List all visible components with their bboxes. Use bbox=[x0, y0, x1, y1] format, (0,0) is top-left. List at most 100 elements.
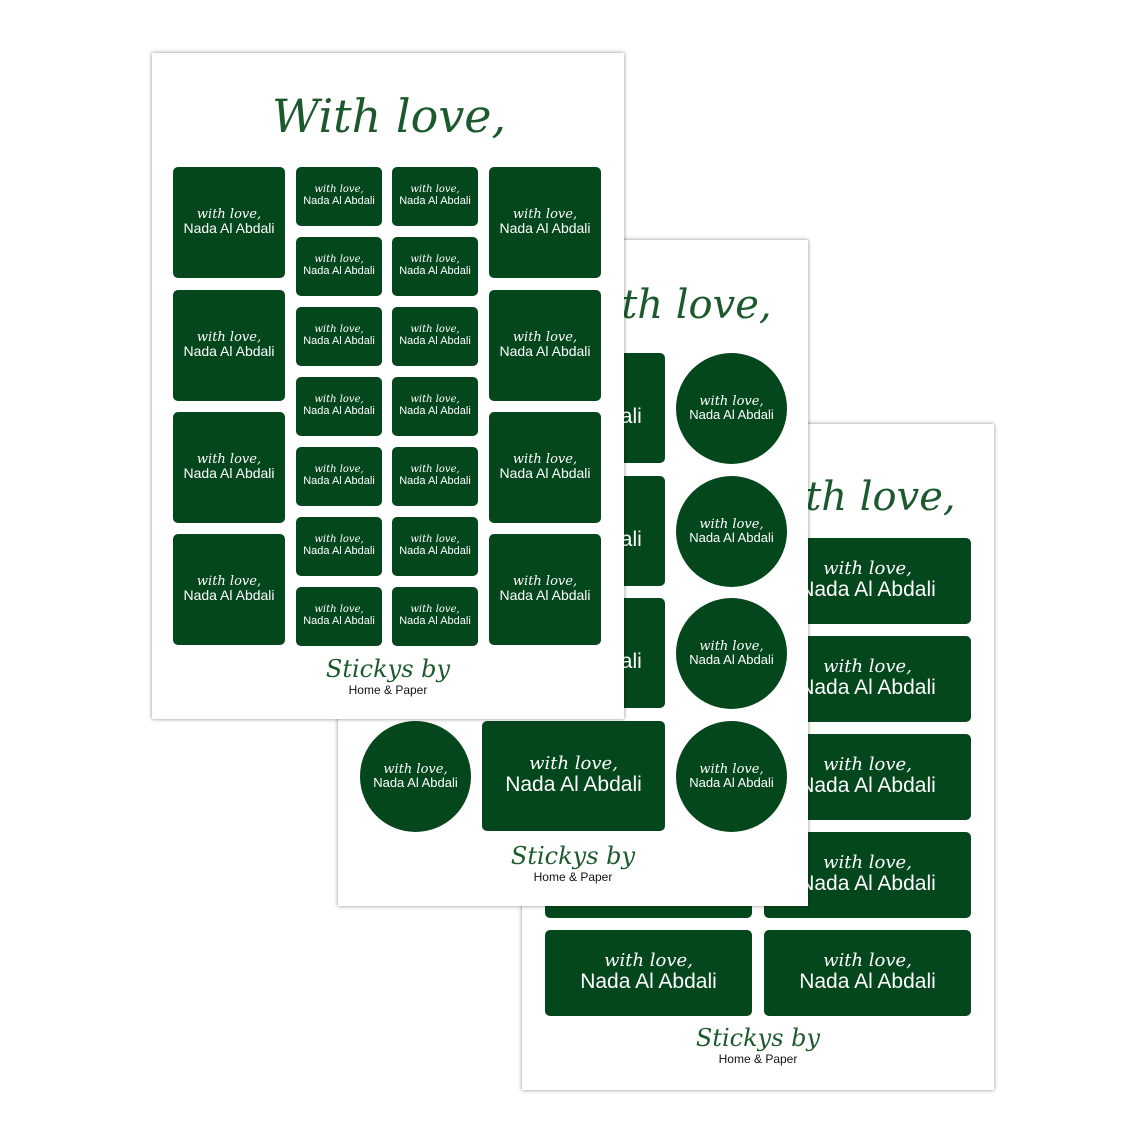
sticker-small-square: with love,Nada Al Abdali bbox=[392, 447, 478, 506]
sticker-circle: with love,Nada Al Abdali bbox=[676, 476, 787, 587]
sticker-large-square: with love,Nada Al Abdali bbox=[489, 534, 601, 645]
brand-sub: Home & Paper bbox=[348, 683, 428, 697]
sticker-small-square: with love,Nada Al Abdali bbox=[392, 237, 478, 296]
brand-logo: Stickys by Home & Paper bbox=[473, 844, 673, 884]
sticker-name-text: Nada Al Abdali bbox=[183, 465, 275, 482]
sticker-script-text: with love, bbox=[699, 393, 764, 409]
sticker-name-text: Nada Al Abdali bbox=[399, 615, 471, 628]
sticker-rectangle: with love,Nada Al Abdali bbox=[545, 930, 752, 1016]
sticker-script-text: with love, bbox=[410, 534, 460, 546]
sticker-script-text: with love, bbox=[512, 452, 578, 468]
sticker-script-text: with love, bbox=[314, 324, 364, 336]
sticker-name-text: Nada Al Abdali bbox=[303, 195, 375, 208]
sticker-small-square: with love,Nada Al Abdali bbox=[296, 167, 382, 226]
sticker-circle: with love,Nada Al Abdali bbox=[676, 721, 787, 832]
sticker-name-text: Nada Al Abdali bbox=[399, 195, 471, 208]
sticker-circle: with love,Nada Al Abdali bbox=[360, 721, 471, 832]
sticker-script-text: with love, bbox=[314, 184, 364, 196]
sticker-name-text: Nada Al Abdali bbox=[399, 265, 471, 278]
sticker-name-text: Nada Al Abdali bbox=[183, 587, 275, 604]
sticker-name-text: Nada Al Abdali bbox=[580, 970, 717, 994]
sticker-script-text: with love, bbox=[410, 464, 460, 476]
sticker-name-text: Nada Al Abdali bbox=[303, 265, 375, 278]
sticker-script-text: with love, bbox=[383, 761, 448, 777]
sticker-name-text: Nada Al Abdali bbox=[689, 529, 774, 545]
sticker-name-text: Nada Al Abdali bbox=[499, 587, 591, 604]
sticker-script-text: with love, bbox=[410, 184, 460, 196]
sticker-script-text: with love, bbox=[196, 207, 262, 223]
sticker-small-square: with love,Nada Al Abdali bbox=[392, 377, 478, 436]
sticker-script-text: with love, bbox=[823, 852, 912, 874]
sticker-script-text: with love, bbox=[410, 394, 460, 406]
sticker-script-text: with love, bbox=[314, 394, 364, 406]
sticker-script-text: with love, bbox=[196, 574, 262, 590]
sticker-small-square: with love,Nada Al Abdali bbox=[392, 517, 478, 576]
sticker-small-square: with love,Nada Al Abdali bbox=[296, 377, 382, 436]
sticker-script-text: with love, bbox=[314, 464, 364, 476]
sticker-name-text: Nada Al Abdali bbox=[799, 970, 936, 994]
sticker-small-square: with love,Nada Al Abdali bbox=[296, 307, 382, 366]
sticker-name-text: Nada Al Abdali bbox=[183, 220, 275, 237]
sticker-script-text: with love, bbox=[410, 604, 460, 616]
sticker-name-text: Nada Al Abdali bbox=[399, 335, 471, 348]
sticker-name-text: Nada Al Abdali bbox=[499, 343, 591, 360]
brand-logo: Stickys by Home & Paper bbox=[658, 1026, 858, 1066]
sticker-script-text: with love, bbox=[410, 324, 460, 336]
sticker-small-square: with love,Nada Al Abdali bbox=[296, 517, 382, 576]
sticker-script-text: with love, bbox=[314, 254, 364, 266]
sticker-name-text: Nada Al Abdali bbox=[799, 578, 936, 602]
sticker-name-text: Nada Al Abdali bbox=[303, 545, 375, 558]
sticker-script-text: with love, bbox=[529, 753, 618, 775]
sticker-name-text: Nada Al Abdali bbox=[689, 406, 774, 422]
sticker-circle: with love,Nada Al Abdali bbox=[676, 353, 787, 464]
sticker-name-text: Nada Al Abdali bbox=[799, 774, 936, 798]
sticker-name-text: Nada Al Abdali bbox=[399, 475, 471, 488]
sticker-script-text: with love, bbox=[823, 754, 912, 776]
sticker-name-text: Nada Al Abdali bbox=[799, 676, 936, 700]
sticker-script-text: with love, bbox=[699, 516, 764, 532]
sticker-script-text: with love, bbox=[196, 330, 262, 346]
sticker-script-text: with love, bbox=[410, 254, 460, 266]
sticker-name-text: Nada Al Abdali bbox=[499, 465, 591, 482]
sticker-name-text: Nada Al Abdali bbox=[373, 774, 458, 790]
brand-sub: Home & Paper bbox=[718, 1052, 798, 1066]
sticker-rectangle: with love,Nada Al Abdali bbox=[764, 930, 971, 1016]
sticker-script-text: with love, bbox=[196, 452, 262, 468]
sticker-circle: with love,Nada Al Abdali bbox=[676, 598, 787, 709]
brand-sub: Home & Paper bbox=[533, 870, 613, 884]
sticker-name-text: Nada Al Abdali bbox=[303, 615, 375, 628]
sticker-name-text: Nada Al Abdali bbox=[499, 220, 591, 237]
sticker-rectangle: with love,Nada Al Abdali bbox=[482, 721, 665, 831]
brand-script: Stickys by bbox=[325, 655, 451, 683]
sticker-small-square: with love,Nada Al Abdali bbox=[392, 587, 478, 646]
sticker-script-text: with love, bbox=[314, 534, 364, 546]
sticker-small-square: with love,Nada Al Abdali bbox=[296, 447, 382, 506]
sticker-script-text: with love, bbox=[823, 656, 912, 678]
sticker-name-text: Nada Al Abdali bbox=[399, 405, 471, 418]
sticker-name-text: Nada Al Abdali bbox=[303, 335, 375, 348]
sticker-large-square: with love,Nada Al Abdali bbox=[173, 412, 285, 523]
sticker-large-square: with love,Nada Al Abdali bbox=[173, 167, 285, 278]
sticker-large-square: with love,Nada Al Abdali bbox=[173, 534, 285, 645]
sticker-small-square: with love,Nada Al Abdali bbox=[392, 307, 478, 366]
sticker-script-text: with love, bbox=[512, 207, 578, 223]
sticker-small-square: with love,Nada Al Abdali bbox=[296, 237, 382, 296]
sticker-script-text: with love, bbox=[604, 950, 693, 972]
sticker-name-text: Nada Al Abdali bbox=[183, 343, 275, 360]
sticker-large-square: with love,Nada Al Abdali bbox=[489, 167, 601, 278]
brand-logo: Stickys by Home & Paper bbox=[288, 657, 488, 697]
brand-script: Stickys by bbox=[510, 842, 636, 870]
sheet-title: With love, bbox=[272, 89, 507, 143]
sticker-small-square: with love,Nada Al Abdali bbox=[392, 167, 478, 226]
sticker-large-square: with love,Nada Al Abdali bbox=[489, 412, 601, 523]
brand-script: Stickys by bbox=[695, 1024, 821, 1052]
sticker-script-text: with love, bbox=[699, 761, 764, 777]
sticker-name-text: Nada Al Abdali bbox=[303, 475, 375, 488]
sticker-sheet-squares: With love, Stickys by Home & Paper with … bbox=[152, 53, 624, 719]
sticker-script-text: with love, bbox=[823, 558, 912, 580]
sticker-name-text: Nada Al Abdali bbox=[689, 774, 774, 790]
sticker-script-text: with love, bbox=[314, 604, 364, 616]
sticker-name-text: Nada Al Abdali bbox=[303, 405, 375, 418]
sticker-script-text: with love, bbox=[512, 574, 578, 590]
sticker-script-text: with love, bbox=[512, 330, 578, 346]
